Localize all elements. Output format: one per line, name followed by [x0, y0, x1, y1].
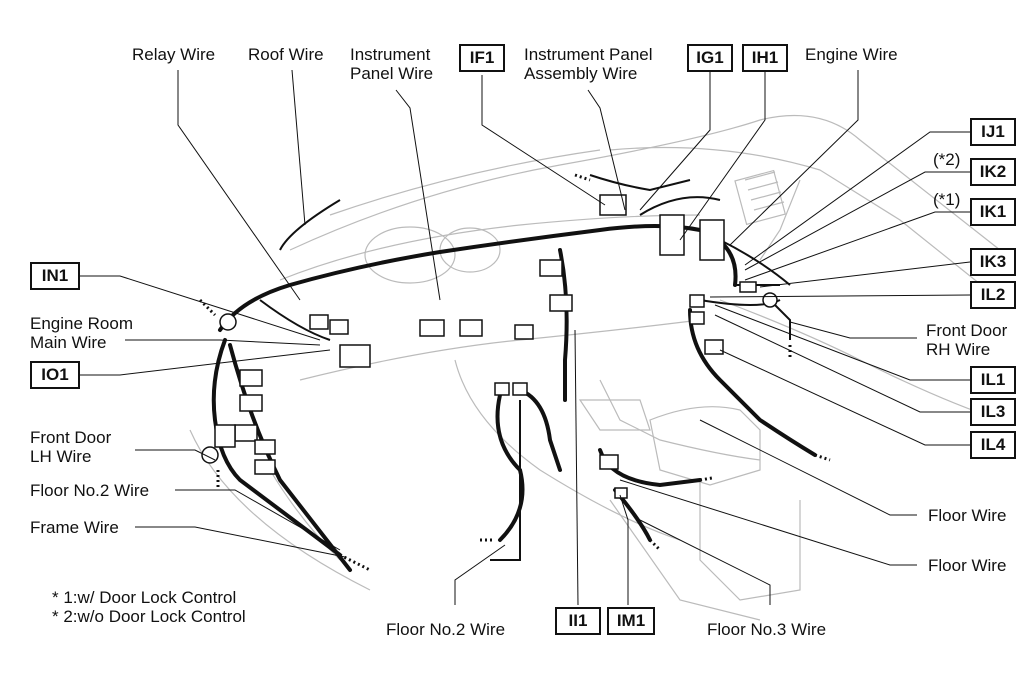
- front-door-lh-line2: LH Wire: [30, 447, 92, 466]
- floor-no2-wire-left-label: Floor No.2 Wire: [30, 481, 150, 500]
- mark-1-label: (*1): [933, 190, 961, 209]
- connector-IL4: IL4: [970, 431, 1016, 459]
- relay-wire-label: Relay Wire: [132, 45, 216, 64]
- connector-IJ1: IJ1: [970, 118, 1016, 146]
- front-door-lh-wire-label: Front Door LH Wire: [30, 428, 111, 466]
- connector-IL3: IL3: [970, 398, 1016, 426]
- connector-IH1: IH1: [742, 44, 788, 72]
- connector-IG1: IG1: [687, 44, 733, 72]
- front-door-rh-line1: Front Door: [926, 321, 1008, 340]
- connector-IL1: IL1: [970, 366, 1016, 394]
- front-door-rh-wire-label: Front Door RH Wire: [926, 321, 1007, 359]
- floor-wire-label-2: Floor Wire: [928, 556, 1007, 575]
- footnote-1: * 1:w/ Door Lock Control: [52, 588, 237, 607]
- instrument-panel-wire-line1: Instrument: [350, 45, 431, 64]
- engine-wire-label: Engine Wire: [805, 45, 898, 64]
- roof-wire-label: Roof Wire: [248, 45, 324, 64]
- frame-wire-label: Frame Wire: [30, 518, 119, 537]
- engine-room-main-line1: Engine Room: [30, 314, 134, 333]
- footnote-2: * 2:w/o Door Lock Control: [52, 607, 246, 626]
- floor-no3-wire-bottom-label: Floor No.3 Wire: [707, 620, 827, 639]
- ip-assembly-wire-line1: Instrument Panel: [524, 45, 653, 64]
- ip-assembly-wire-line2: Assembly Wire: [524, 64, 638, 83]
- connector-IL2: IL2: [970, 281, 1016, 309]
- connector-IF1: IF1: [459, 44, 505, 72]
- front-door-rh-line2: RH Wire: [926, 340, 991, 359]
- connector-IO1: IO1: [30, 361, 80, 389]
- connector-IN1: IN1: [30, 262, 80, 290]
- floor-no2-wire-bottom-label: Floor No.2 Wire: [386, 620, 506, 639]
- connector-IK3: IK3: [970, 248, 1016, 276]
- instrument-panel-wire-line2: Panel Wire: [350, 64, 434, 83]
- engine-room-main-line2: Main Wire: [30, 333, 107, 352]
- connector-IK2: IK2: [970, 158, 1016, 186]
- instrument-panel-wire-label: Instrument Panel Wire: [350, 45, 433, 83]
- instrument-panel-assembly-wire-label: Instrument Panel Assembly Wire: [524, 45, 653, 83]
- mark-2-label: (*2): [933, 150, 961, 169]
- front-door-lh-line1: Front Door: [30, 428, 112, 447]
- engine-room-main-wire-label: Engine Room Main Wire: [30, 314, 133, 352]
- floor-wire-label-1: Floor Wire: [928, 506, 1007, 525]
- connector-II1: II1: [555, 607, 601, 635]
- connector-IK1: IK1: [970, 198, 1016, 226]
- connector-IM1: IM1: [607, 607, 655, 635]
